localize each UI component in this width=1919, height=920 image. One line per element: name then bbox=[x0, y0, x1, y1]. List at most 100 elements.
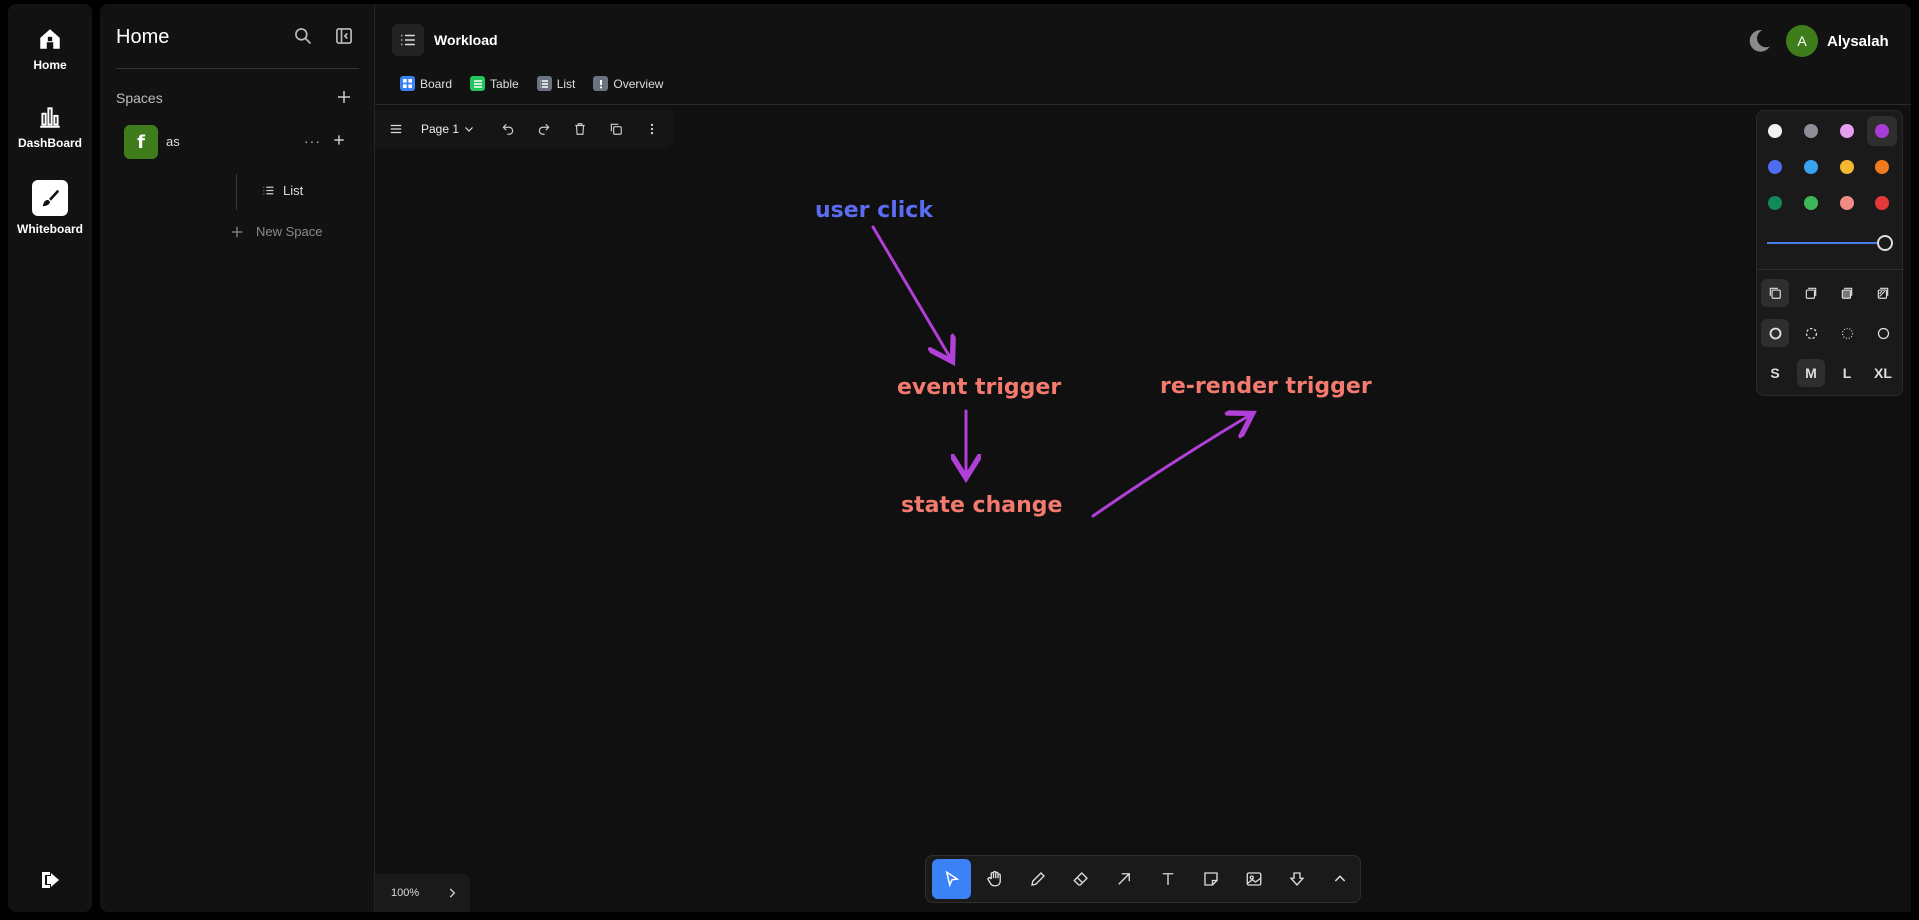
sidebar-item-list[interactable]: List bbox=[262, 183, 303, 198]
brush-icon bbox=[32, 180, 68, 216]
hand-tool[interactable] bbox=[975, 859, 1014, 899]
tab-table[interactable]: Table bbox=[470, 76, 519, 91]
space-item-as[interactable]: f as ··· bbox=[124, 125, 360, 159]
image-tool[interactable] bbox=[1234, 859, 1273, 899]
sidebar-divider bbox=[116, 68, 359, 69]
space-avatar: f bbox=[124, 125, 158, 159]
dash-solid-icon bbox=[1877, 327, 1889, 339]
moon-icon[interactable] bbox=[1746, 28, 1772, 54]
eraser-tool[interactable] bbox=[1062, 859, 1101, 899]
more-shapes-tool[interactable] bbox=[1278, 859, 1317, 899]
user-name[interactable]: Alysalah bbox=[1827, 33, 1889, 50]
select-tool[interactable] bbox=[932, 859, 972, 899]
list-menu-button[interactable] bbox=[392, 24, 424, 56]
fill-none-option[interactable] bbox=[1761, 279, 1789, 307]
plus-icon bbox=[231, 226, 243, 237]
dash-dashed-icon bbox=[1805, 327, 1817, 339]
eraser-icon bbox=[1073, 872, 1089, 886]
tab-overview[interactable]: Overview bbox=[593, 76, 663, 91]
color-swatch-light-violet[interactable] bbox=[1840, 124, 1854, 138]
sidebar: Home Spaces f as ··· List New Space bbox=[100, 4, 375, 912]
color-swatch-blue[interactable] bbox=[1768, 160, 1782, 174]
page-toolbar: Page 1 bbox=[375, 110, 673, 148]
color-swatch-light-blue[interactable] bbox=[1804, 160, 1818, 174]
style-panel-divider bbox=[1757, 269, 1904, 270]
tab-board[interactable]: Board bbox=[400, 76, 452, 91]
menu-icon[interactable] bbox=[381, 114, 411, 144]
avatar[interactable]: A bbox=[1786, 25, 1818, 57]
dash-draw-option[interactable] bbox=[1761, 319, 1789, 347]
text-icon bbox=[1162, 873, 1173, 885]
dash-dotted-icon bbox=[1841, 327, 1853, 339]
color-swatch-yellow[interactable] bbox=[1840, 160, 1854, 174]
chevron-right-icon[interactable] bbox=[445, 886, 459, 900]
color-swatch-light-red[interactable] bbox=[1840, 196, 1854, 210]
search-icon[interactable] bbox=[293, 26, 313, 46]
page-title: Workload bbox=[434, 32, 498, 48]
fill-semi-icon bbox=[1805, 287, 1817, 299]
size-m-option[interactable]: M bbox=[1797, 359, 1825, 387]
canvas-text-event-trigger[interactable]: event trigger bbox=[897, 375, 1062, 400]
trash-icon[interactable] bbox=[565, 114, 595, 144]
tab-list[interactable]: List bbox=[536, 76, 575, 91]
fill-pattern-icon bbox=[1877, 287, 1889, 299]
logout-icon[interactable] bbox=[38, 868, 64, 892]
pencil-icon bbox=[1031, 872, 1045, 886]
color-swatch-violet[interactable] bbox=[1875, 124, 1889, 138]
rail-item-dashboard[interactable]: DashBoard bbox=[8, 104, 92, 150]
home-icon bbox=[40, 29, 60, 49]
zoom-level[interactable]: 100% bbox=[391, 887, 420, 899]
rail-item-whiteboard[interactable]: Whiteboard bbox=[8, 180, 92, 236]
space-more-icon[interactable]: ··· bbox=[304, 133, 321, 149]
rail-item-home[interactable]: Home bbox=[8, 26, 92, 72]
more-vertical-icon[interactable] bbox=[637, 114, 667, 144]
tab-board-label: Board bbox=[420, 76, 453, 91]
arrow-icon bbox=[1118, 873, 1131, 885]
tab-table-label: Table bbox=[490, 76, 519, 91]
new-space-button[interactable]: New Space bbox=[230, 224, 322, 239]
color-swatch-grey[interactable] bbox=[1804, 124, 1818, 138]
dash-dashed-option[interactable] bbox=[1797, 319, 1825, 347]
color-swatch-orange[interactable] bbox=[1875, 160, 1889, 174]
space-name: as bbox=[166, 134, 180, 149]
view-tabs: Board Table List Overview bbox=[400, 76, 663, 91]
opacity-slider-track[interactable] bbox=[1767, 242, 1879, 244]
redo-icon[interactable] bbox=[529, 114, 559, 144]
page-selector[interactable]: Page 1 bbox=[421, 122, 460, 136]
list-icon bbox=[401, 34, 415, 46]
arrow-tool[interactable] bbox=[1105, 859, 1144, 899]
expand-tool[interactable] bbox=[1321, 859, 1360, 899]
fill-pattern-option[interactable] bbox=[1869, 279, 1897, 307]
canvas-text-rerender-trigger[interactable]: re-render trigger bbox=[1160, 374, 1372, 399]
size-s-option[interactable]: S bbox=[1770, 365, 1780, 381]
color-swatch-green[interactable] bbox=[1768, 196, 1782, 210]
dash-dotted-option[interactable] bbox=[1833, 319, 1861, 347]
opacity-slider-thumb[interactable] bbox=[1877, 235, 1893, 251]
pencil-tool[interactable] bbox=[1018, 859, 1057, 899]
rail-dashboard-label: DashBoard bbox=[17, 136, 82, 150]
chevron-down-icon[interactable] bbox=[463, 123, 475, 135]
fill-solid-option[interactable] bbox=[1833, 279, 1861, 307]
dash-solid-option[interactable] bbox=[1869, 319, 1897, 347]
text-tool[interactable] bbox=[1148, 859, 1187, 899]
fill-none-icon bbox=[1769, 287, 1781, 299]
whiteboard-canvas[interactable] bbox=[375, 104, 1911, 912]
space-add-icon[interactable] bbox=[332, 133, 346, 147]
canvas-text-user-click[interactable]: user click bbox=[815, 198, 933, 223]
color-swatch-light-green[interactable] bbox=[1804, 196, 1818, 210]
canvas-text-state-change[interactable]: state change bbox=[901, 493, 1063, 518]
size-l-option[interactable]: L bbox=[1842, 365, 1852, 381]
sidebar-collapse-icon[interactable] bbox=[334, 26, 354, 46]
fill-semi-option[interactable] bbox=[1797, 279, 1825, 307]
color-swatch-red[interactable] bbox=[1875, 196, 1889, 210]
duplicate-icon[interactable] bbox=[601, 114, 631, 144]
add-space-icon[interactable] bbox=[335, 88, 353, 106]
rail-whiteboard-label: Whiteboard bbox=[17, 222, 83, 236]
cursor-icon bbox=[945, 870, 959, 888]
sticky-note-icon bbox=[1204, 872, 1218, 886]
undo-icon[interactable] bbox=[493, 114, 523, 144]
size-xl-option[interactable]: XL bbox=[1874, 365, 1892, 381]
note-tool[interactable] bbox=[1191, 859, 1230, 899]
color-swatch-white[interactable] bbox=[1768, 124, 1782, 138]
